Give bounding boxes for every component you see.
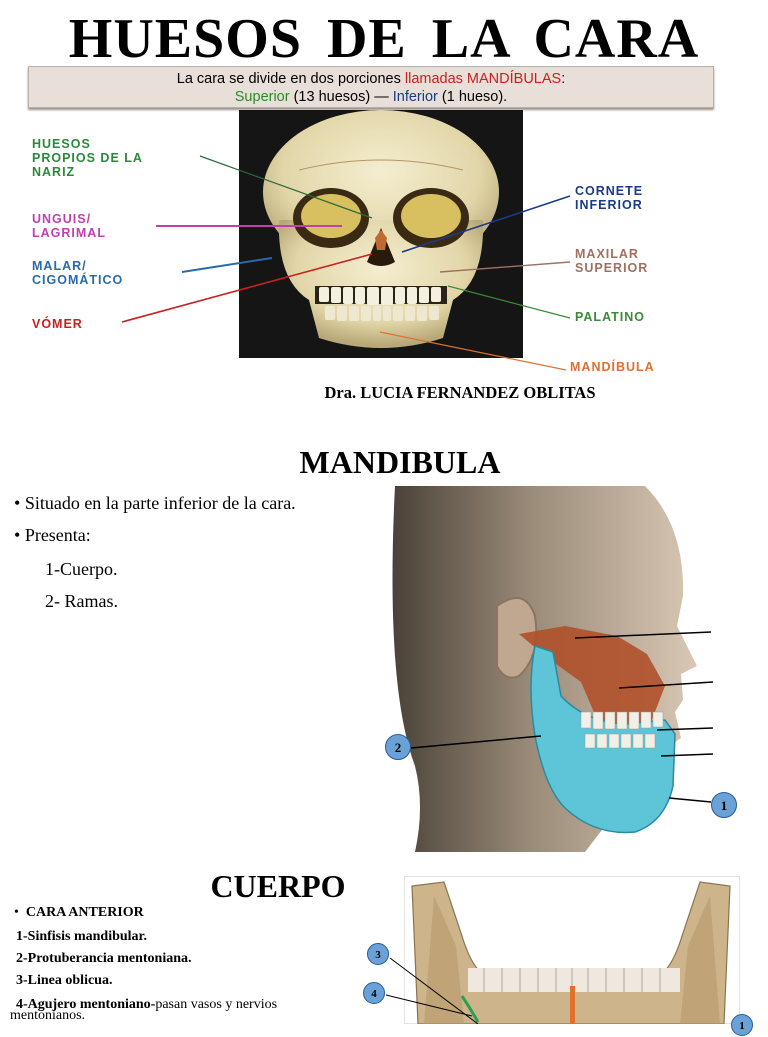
bullet-1: • Situado en la parte inferior de la car…: [14, 493, 296, 513]
item-linea-text: 3-Linea oblicua.: [16, 973, 113, 988]
callout-agujero: 4: [363, 982, 385, 1004]
intro-banner: La cara se divide en dos porciones llama…: [28, 66, 714, 108]
banner-line-1: La cara se divide en dos porciones llama…: [29, 70, 713, 88]
subsection-cara-anterior: • CARA ANTERIOR: [14, 905, 144, 920]
item-protuberancia-text: 2-Protuberancia mentoniana.: [16, 951, 192, 966]
label-nasal-bones: HUESOS PROPIOS DE LA NARIZ: [32, 137, 143, 179]
label-mandibula: MANDÍBULA: [570, 360, 655, 374]
bullet-2: • Presenta:: [14, 525, 91, 545]
label-maxilar: MAXILAR SUPERIOR: [575, 247, 649, 275]
section-title-mandibula: MANDIBULA: [299, 444, 501, 480]
label-palatino: PALATINO: [575, 310, 646, 324]
list-item-linea-oblicua: 3-Linea oblicua.: [16, 970, 112, 992]
section-title-cuerpo: CUERPO: [210, 868, 346, 904]
label-vomer: VÓMER: [32, 317, 83, 331]
head-jaw-illustration: [385, 486, 715, 852]
list-item-sinfisis: 1-Sinfisis mandibular.: [16, 926, 147, 948]
label-unguis: UNGUIS/ LAGRIMAL: [32, 212, 106, 240]
banner-inferior: Inferior: [392, 89, 438, 105]
list-item-protuberancia: 2-Protuberancia mentoniana.: [16, 948, 192, 970]
list-item-agujero-cont: mentonianos.: [10, 1008, 86, 1023]
item-sinfisis-text: 1-Sinfisis mandibular.: [16, 929, 147, 944]
slide-title: HUESOS DE LA CARA: [68, 8, 700, 70]
banner-line-2: Superior (13 huesos) — Inferior (1 hueso…: [29, 88, 713, 106]
subsection-label: CARA ANTERIOR: [25, 905, 144, 920]
callout-rama: 2: [385, 734, 411, 760]
bullet-2-text: Presenta:: [24, 525, 91, 545]
item-agujero-bold: 4-Agujero mentoniano-: [16, 997, 156, 1012]
callout-linea-oblicua: 3: [367, 943, 389, 965]
item-agujero-rest: pasan vasos y nervios: [155, 997, 278, 1012]
mandible-body-illustration: [403, 875, 741, 1025]
banner-highlight: llamadas MANDÍBULAS: [404, 71, 562, 87]
callout-sinfisis: 1: [731, 1014, 753, 1036]
banner-text: La cara se divide en dos porciones: [176, 71, 405, 87]
author-credit: Dra. LUCIA FERNANDEZ OBLITAS: [324, 383, 596, 402]
callout-cuerpo: 1: [711, 792, 737, 818]
list-item-ramas: 2- Ramas.: [45, 591, 118, 611]
skull-image: [239, 110, 523, 358]
banner-colon: :: [561, 71, 566, 87]
label-malar: MALAR/ CIGOMÁTICO: [32, 259, 124, 287]
label-cornete: CORNETE INFERIOR: [575, 184, 644, 212]
banner-superior: Superior: [234, 89, 290, 105]
banner-count-inferior: (1 hueso).: [437, 89, 508, 105]
bullet-1-text: Situado en la parte inferior de la cara.: [24, 493, 296, 513]
list-item-agujero: 4-Agujero mentoniano-pasan vasos y nervi…: [16, 994, 277, 1016]
list-item-cuerpo: 1-Cuerpo.: [45, 559, 118, 579]
banner-count-superior: (13 huesos) —: [289, 89, 393, 105]
